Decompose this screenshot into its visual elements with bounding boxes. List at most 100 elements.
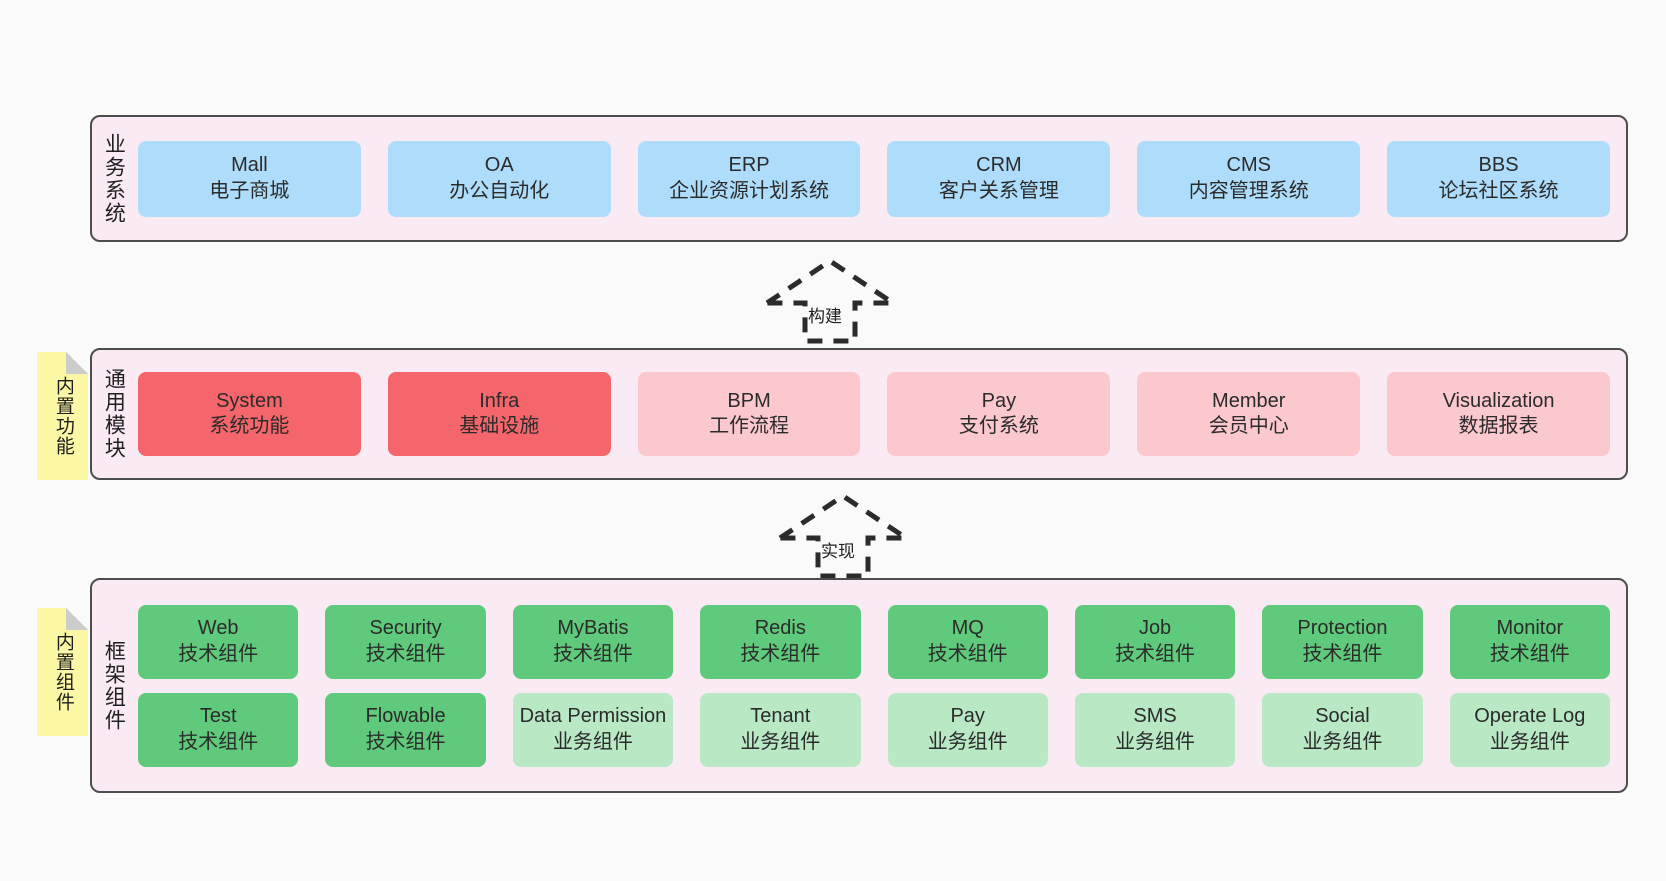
tile-protection-en: Protection <box>1297 617 1388 640</box>
tile-cms[interactable]: CMS 内容管理系统 <box>1137 140 1361 217</box>
tile-mall[interactable]: Mall 电子商城 <box>138 140 361 217</box>
tile-tenant-en: Tenant <box>750 705 811 728</box>
layer-framework-label: 框架组件 <box>102 639 126 732</box>
tile-cms-cn: 内容管理系统 <box>1188 179 1309 202</box>
connector-implement-label: 实现 <box>821 542 855 561</box>
sticky-note-builtin-components: 内置组件 <box>37 608 88 736</box>
tile-erp-cn: 企业资源计划系统 <box>669 179 830 202</box>
tile-system[interactable]: System 系统功能 <box>138 372 361 456</box>
tile-redis-en: Redis <box>754 617 806 640</box>
tile-flowable[interactable]: Flowable 技术组件 <box>325 692 486 767</box>
common-tile-row: System 系统功能 Infra 基础设施 BPM 工作流程 Pay 支付系统… <box>138 372 1610 456</box>
tile-bpm-cn: 工作流程 <box>709 415 790 437</box>
tile-test[interactable]: Test 技术组件 <box>138 692 299 767</box>
tile-monitor-en: Monitor <box>1496 617 1564 640</box>
layer-common-modules: 通用模块 System 系统功能 Infra 基础设施 BPM 工作流程 Pay… <box>90 348 1628 480</box>
tile-security-en: Security <box>369 617 442 640</box>
tile-mybatis[interactable]: MyBatis 技术组件 <box>512 604 674 679</box>
tile-mall-cn: 电子商城 <box>209 179 290 202</box>
tile-system-en: System <box>216 389 283 412</box>
implement-arrow-icon <box>771 492 915 579</box>
tile-tenant[interactable]: Tenant 业务组件 <box>700 692 861 767</box>
tile-redis[interactable]: Redis 技术组件 <box>700 604 861 679</box>
layer-framework-components: 框架组件 Web 技术组件 Security 技术组件 MyBatis 技术组件… <box>90 578 1628 793</box>
tile-pay-module-cn: 支付系统 <box>958 415 1039 437</box>
tile-mybatis-en: MyBatis <box>557 617 629 640</box>
tile-sms-cn: 业务组件 <box>1115 730 1196 753</box>
tile-visualization-cn: 数据报表 <box>1458 415 1539 437</box>
tile-bbs-cn: 论坛社区系统 <box>1438 179 1559 202</box>
tile-security-cn: 技术组件 <box>365 642 446 665</box>
tile-pay-component[interactable]: Pay 业务组件 <box>887 692 1048 767</box>
tile-mq-en: MQ <box>951 617 984 640</box>
layer-common-body: System 系统功能 Infra 基础设施 BPM 工作流程 Pay 支付系统… <box>134 350 1626 478</box>
tile-system-cn: 系统功能 <box>209 415 290 437</box>
tile-security[interactable]: Security 技术组件 <box>325 604 486 679</box>
tile-flowable-cn: 技术组件 <box>365 730 446 753</box>
tile-mq[interactable]: MQ 技术组件 <box>887 604 1048 679</box>
sticky-note-builtin-features: 内置功能 <box>37 352 88 480</box>
tile-mq-cn: 技术组件 <box>927 642 1008 665</box>
tile-job-cn: 技术组件 <box>1115 642 1196 665</box>
tile-job-en: Job <box>1138 617 1172 640</box>
tile-cms-en: CMS <box>1226 154 1271 177</box>
tile-member-en: Member <box>1212 389 1286 412</box>
tile-web-cn: 技术组件 <box>178 642 259 665</box>
tile-bpm[interactable]: BPM 工作流程 <box>637 372 861 456</box>
tile-crm[interactable]: CRM 客户关系管理 <box>887 140 1111 217</box>
tile-oa-en: OA <box>484 154 514 177</box>
tile-test-en: Test <box>199 705 237 728</box>
sticky-note-builtin-components-label: 内置组件 <box>52 632 74 712</box>
tile-data-permission-cn: 业务组件 <box>552 730 633 753</box>
framework-tile-row-technical: Web 技术组件 Security 技术组件 MyBatis 技术组件 Redi… <box>138 604 1610 679</box>
tile-data-permission-en: Data Permission <box>519 705 667 728</box>
tile-data-permission[interactable]: Data Permission 业务组件 <box>512 692 674 767</box>
tile-flowable-en: Flowable <box>365 705 446 728</box>
tile-bbs-en: BBS <box>1478 154 1519 177</box>
layer-business-systems: 业务系统 Mall 电子商城 OA 办公自动化 ERP 企业资源计划系统 CRM… <box>90 115 1628 242</box>
tile-monitor[interactable]: Monitor 技术组件 <box>1449 604 1610 679</box>
tile-member[interactable]: Member 会员中心 <box>1137 372 1361 456</box>
tile-erp[interactable]: ERP 企业资源计划系统 <box>637 140 861 217</box>
tile-sms[interactable]: SMS 业务组件 <box>1074 692 1236 767</box>
tile-redis-cn: 技术组件 <box>740 642 821 665</box>
tile-tenant-cn: 业务组件 <box>740 730 821 753</box>
tile-social-en: Social <box>1315 705 1370 728</box>
tile-crm-en: CRM <box>976 154 1022 177</box>
connector-build-label: 构建 <box>808 307 842 326</box>
tile-member-cn: 会员中心 <box>1208 415 1289 437</box>
tile-social-cn: 业务组件 <box>1302 730 1383 753</box>
tile-protection-cn: 技术组件 <box>1302 642 1383 665</box>
tile-social[interactable]: Social 业务组件 <box>1262 692 1423 767</box>
tile-pay-component-cn: 业务组件 <box>927 730 1008 753</box>
tile-visualization[interactable]: Visualization 数据报表 <box>1387 372 1610 456</box>
tile-pay-module[interactable]: Pay 支付系统 <box>887 372 1111 456</box>
tile-mall-en: Mall <box>231 154 268 177</box>
tile-oa[interactable]: OA 办公自动化 <box>387 140 611 217</box>
tile-web-en: Web <box>197 617 239 640</box>
sticky-note-builtin-features-label: 内置功能 <box>52 376 74 456</box>
tile-protection[interactable]: Protection 技术组件 <box>1262 604 1423 679</box>
layer-business-label: 业务系统 <box>102 132 126 225</box>
tile-visualization-en: Visualization <box>1442 389 1555 412</box>
business-tile-row: Mall 电子商城 OA 办公自动化 ERP 企业资源计划系统 CRM 客户关系… <box>138 140 1610 217</box>
tile-operate-log-cn: 业务组件 <box>1489 730 1570 753</box>
tile-infra[interactable]: Infra 基础设施 <box>387 372 611 456</box>
connector-implement: 实现 <box>768 490 918 580</box>
tile-operate-log-en: Operate Log <box>1474 705 1586 728</box>
tile-mybatis-cn: 技术组件 <box>552 642 633 665</box>
tile-pay-module-en: Pay <box>981 389 1017 412</box>
tile-pay-component-en: Pay <box>950 705 985 728</box>
tile-monitor-cn: 技术组件 <box>1489 642 1570 665</box>
tile-sms-en: SMS <box>1133 705 1177 728</box>
tile-operate-log[interactable]: Operate Log 业务组件 <box>1449 692 1610 767</box>
tile-infra-cn: 基础设施 <box>459 415 540 437</box>
layer-common-label: 通用模块 <box>102 368 126 460</box>
tile-job[interactable]: Job 技术组件 <box>1074 604 1236 679</box>
tile-infra-en: Infra <box>479 389 520 412</box>
tile-web[interactable]: Web 技术组件 <box>138 604 299 679</box>
tile-bbs[interactable]: BBS 论坛社区系统 <box>1387 140 1610 217</box>
layer-business-body: Mall 电子商城 OA 办公自动化 ERP 企业资源计划系统 CRM 客户关系… <box>134 117 1626 240</box>
tile-crm-cn: 客户关系管理 <box>938 179 1059 202</box>
build-arrow-icon <box>758 257 902 344</box>
